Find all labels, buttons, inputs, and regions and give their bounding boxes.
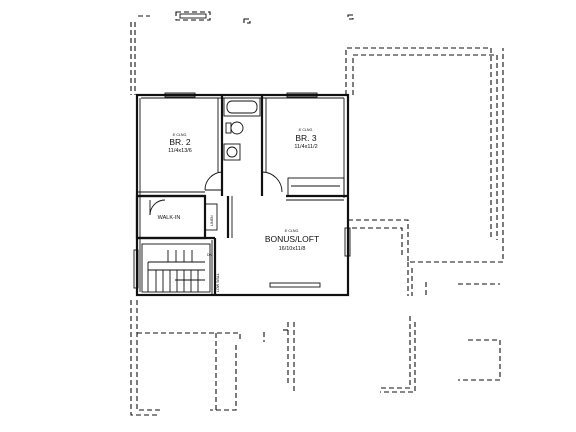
bathroom	[223, 97, 261, 161]
lower-floor-outline	[130, 22, 504, 416]
door-swing-br3	[261, 171, 283, 193]
staircase	[141, 243, 211, 293]
loft-size: 16/10x11/8	[279, 246, 306, 252]
br3-closet	[287, 177, 345, 197]
br3-size: 11/4x11/2	[294, 144, 317, 150]
low-wall-label: LOW WALL	[216, 273, 220, 292]
stair-down-label: DN	[207, 253, 213, 257]
br2-name: BR. 2	[169, 137, 191, 147]
exterior-walls	[133, 92, 351, 297]
linen-label: LINEN	[210, 215, 214, 226]
walk-in-label: WALK-IN	[158, 215, 181, 221]
loft-ceiling: 8' CLNG.	[285, 229, 300, 233]
room-br2: 8' CLNG. BR. 2 11/4x13/6	[168, 133, 192, 154]
br3-ceiling: 8' CLNG.	[299, 128, 314, 132]
top-marks	[138, 11, 354, 24]
door-swing-walkin	[149, 199, 166, 216]
br2-size: 11/4x13/6	[168, 148, 192, 154]
br3-name: BR. 3	[295, 133, 317, 143]
br2-ceiling: 8' CLNG.	[173, 133, 188, 137]
loft-name: BONUS/LOFT	[265, 234, 319, 244]
room-loft: 8' CLNG. BONUS/LOFT 16/10x11/8	[265, 229, 319, 252]
doors	[149, 171, 283, 216]
interior-walls	[135, 95, 348, 295]
toilet-icon	[230, 121, 244, 135]
room-br3: 8' CLNG. BR. 3 11/4x11/2	[294, 128, 317, 150]
sink-icon	[226, 146, 238, 158]
door-swing-br2	[204, 171, 223, 191]
